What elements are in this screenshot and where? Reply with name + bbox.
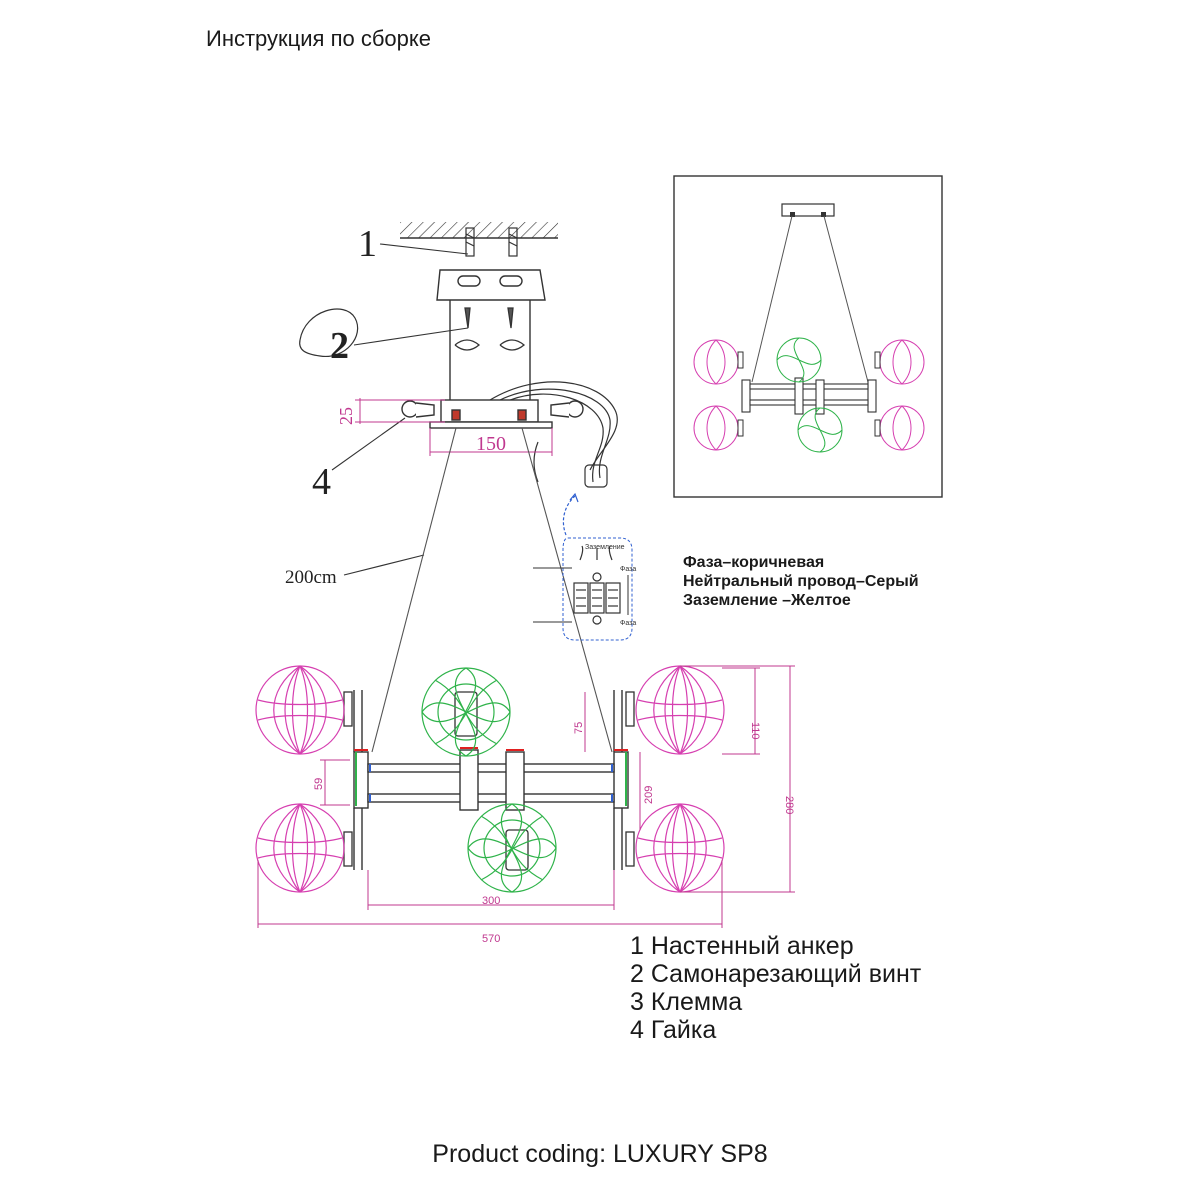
legend-item: 1 Настенный анкер xyxy=(630,932,854,960)
legend-item: 3 Клемма xyxy=(630,988,743,1016)
globe-pink-bottom-left xyxy=(255,803,345,893)
wall-anchors xyxy=(465,227,518,257)
frame-accents xyxy=(354,747,628,806)
callout-bubble xyxy=(299,308,359,357)
callout-1: 1 xyxy=(358,223,377,265)
parts-legend: 1 Настенный анкер 2 Самонарезающий винт … xyxy=(630,932,921,1044)
chandelier-dimensions xyxy=(257,665,795,928)
callout-2: 2 xyxy=(330,325,349,367)
wiring-note: Нейтральный провод–Серый xyxy=(683,573,919,590)
globe-green-top xyxy=(421,667,511,757)
canopy xyxy=(401,399,584,429)
suspension-cables xyxy=(371,427,613,753)
dim-text-300: 300 xyxy=(482,895,500,907)
dim-text-570: 570 xyxy=(482,933,500,945)
dim-text-59: 59 xyxy=(313,778,325,790)
legend-item: 2 Самонарезающий винт xyxy=(630,960,922,988)
globe-green-bottom xyxy=(467,803,557,893)
globe-pink-bottom-right xyxy=(635,803,725,893)
terminal-block xyxy=(533,492,633,641)
dim-text-280: 280 xyxy=(783,796,795,814)
callout-4: 4 xyxy=(312,461,331,503)
product-coding: Product coding: LUXURY SP8 xyxy=(432,1140,768,1168)
wires xyxy=(489,381,618,488)
wiring-phase-top-label: Фаза xyxy=(620,566,636,573)
globe-pink-top-left xyxy=(255,665,345,755)
dim-text-110: 110 xyxy=(749,722,761,740)
globe-sockets xyxy=(343,691,635,871)
ceiling xyxy=(400,222,558,239)
inset-preview xyxy=(673,175,943,498)
wiring-ground-label: Заземление xyxy=(585,544,625,551)
mounting-bracket xyxy=(436,269,546,400)
wiring-notes: Фаза–коричневая Нейтральный провод–Серый… xyxy=(683,553,919,610)
wiring-note: Заземление –Желтое xyxy=(683,592,851,609)
dim-text-25: 25 xyxy=(336,407,356,425)
wiring-note: Фаза–коричневая xyxy=(683,554,825,571)
globe-pink-top-right xyxy=(635,665,725,755)
legend-item: 4 Гайка xyxy=(630,1016,717,1044)
self-tapping-screws xyxy=(454,307,526,351)
dim-text-209: 209 xyxy=(643,786,655,804)
dim-25 xyxy=(355,398,445,424)
dim-text-75: 75 xyxy=(573,722,585,734)
dim-text-150: 150 xyxy=(476,433,506,455)
callout-leaders xyxy=(331,243,469,576)
dim-text-cable: 200cm xyxy=(285,567,337,588)
page-title: Инструкция по сборке xyxy=(206,26,432,51)
chandelier-frame xyxy=(353,690,629,870)
wiring-phase-bottom-label: Фаза xyxy=(620,620,636,627)
